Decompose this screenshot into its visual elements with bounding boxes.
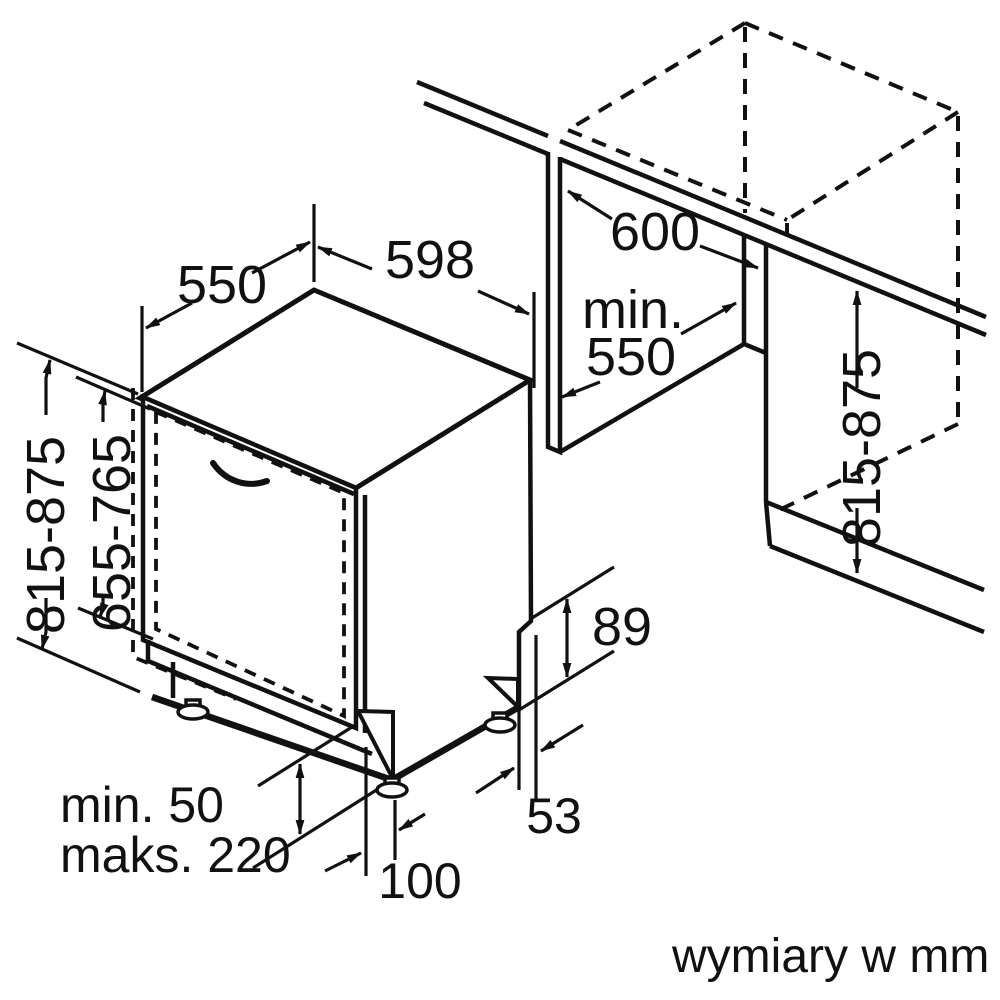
dishwasher-door	[140, 393, 368, 733]
label-appliance-height: 815-875	[16, 436, 76, 634]
label-niche-depth-550: 550	[586, 327, 676, 387]
units-note: wymiary w mm	[671, 930, 989, 983]
niche-dashed-volume	[566, 21, 960, 514]
front-right-foot	[375, 776, 409, 799]
label-niche-depth-min: min.	[582, 280, 684, 340]
niche-side-panels	[545, 152, 985, 635]
adjustable-feet	[176, 698, 517, 799]
front-left-foot	[176, 698, 210, 721]
label-rear-offset: 53	[526, 788, 582, 844]
label-top-depth: 550	[177, 255, 267, 315]
countertop-edge	[416, 79, 987, 338]
label-plinth-recess: 100	[378, 853, 461, 909]
label-rear-step: 89	[592, 597, 652, 657]
label-niche-height: 815-875	[832, 349, 892, 547]
label-niche-width: 600	[610, 202, 700, 262]
label-foot-min: min. 50	[60, 777, 224, 833]
door-handle	[210, 460, 270, 487]
label-door-height: 655-765	[82, 434, 142, 632]
rear-foot	[483, 711, 517, 734]
dimension-lines	[16, 189, 862, 876]
label-foot-max: maks. 220	[60, 827, 291, 883]
label-top-width: 598	[385, 230, 475, 290]
